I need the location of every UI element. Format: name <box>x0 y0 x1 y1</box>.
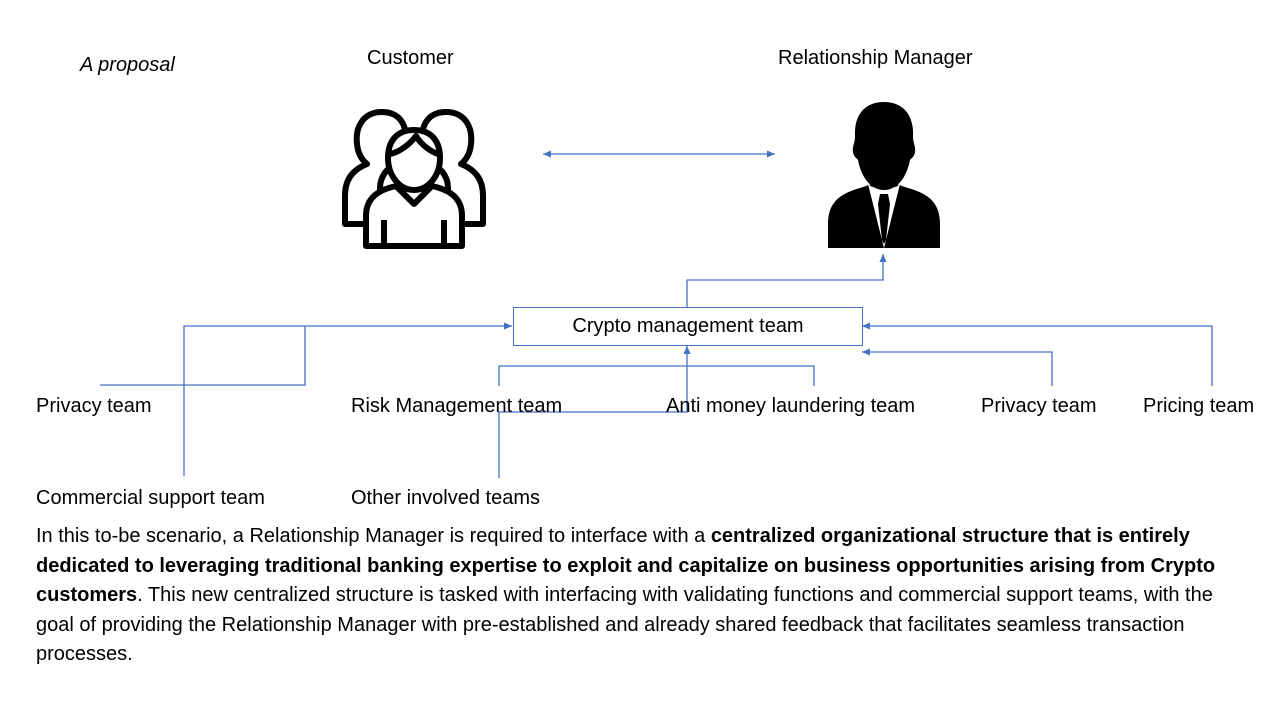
manager-label: Relationship Manager <box>778 47 973 69</box>
team-anti-money-laundering: Anti money laundering team <box>666 395 916 417</box>
customer-group-icon <box>342 109 486 249</box>
team-risk-management: Risk Management team <box>351 395 563 417</box>
team-pricing: Pricing team <box>1143 395 1255 417</box>
team-privacy-left: Privacy team <box>36 395 152 417</box>
crypto-management-team-label: Crypto management team <box>572 315 804 337</box>
other-teams-connector <box>498 346 691 478</box>
privacy-right-connector <box>862 348 1053 386</box>
crypto-management-team-box: Crypto management team <box>513 307 863 346</box>
customer-label: Customer <box>367 47 454 69</box>
businessman-icon <box>828 102 940 248</box>
team-commercial-support: Commercial support team <box>36 487 265 509</box>
description-part1: In this to-be scenario, a Relationship M… <box>36 525 711 547</box>
team-other-involved: Other involved teams <box>351 487 540 509</box>
description-bold: centralized organizational structure tha… <box>36 525 1216 606</box>
box-to-manager-arrow <box>686 254 887 307</box>
subtitle: A proposal <box>80 54 175 76</box>
commercial-connector <box>183 322 512 476</box>
privacy-left-connector <box>100 326 306 386</box>
description-part2: . This new centralized structure is task… <box>36 584 1213 665</box>
risk-aml-connector <box>498 365 815 386</box>
pricing-connector <box>862 322 1213 386</box>
team-privacy-right: Privacy team <box>981 395 1097 417</box>
description-paragraph: In this to-be scenario, a Relationship M… <box>36 522 1246 670</box>
